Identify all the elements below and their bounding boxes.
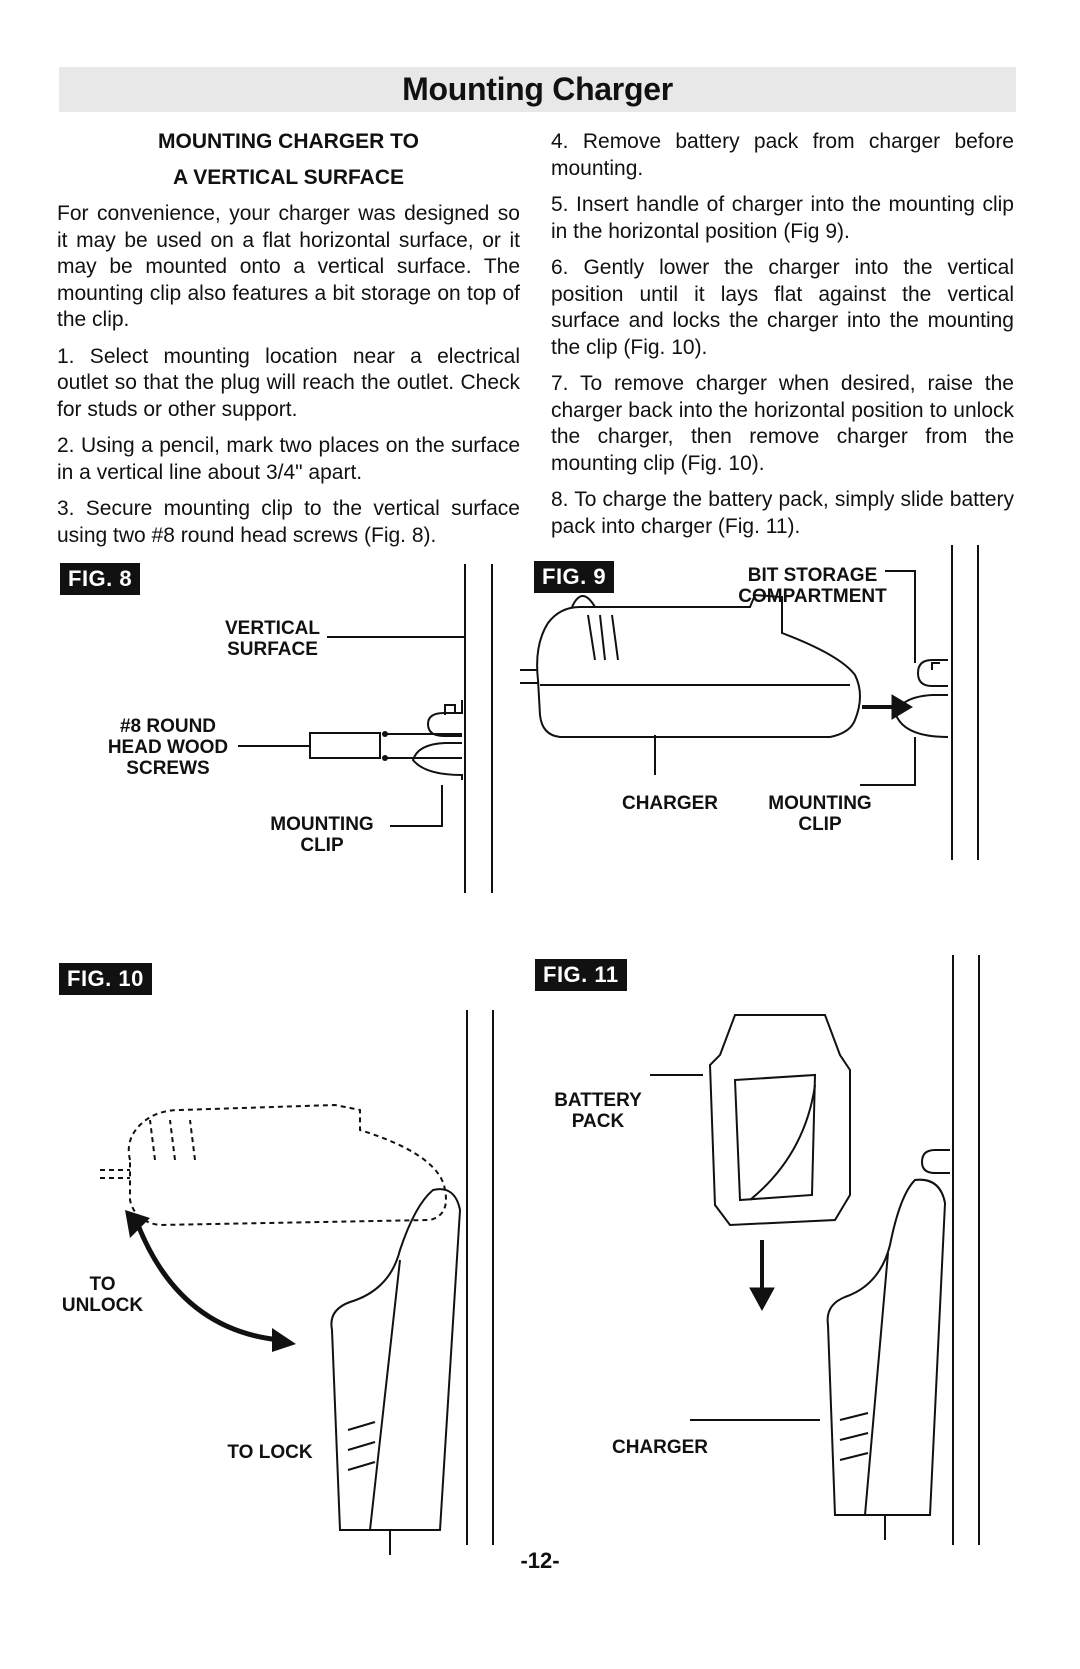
callout-line: CLIP [300,835,344,856]
battery-label [735,1075,815,1200]
fig10-callout-to-lock: TO LOCK [227,1442,313,1463]
charger-seam [865,1253,888,1515]
clip-tab [445,705,455,715]
charger-seam [370,1260,400,1530]
step-7: 7. To remove charger when desired, raise… [551,372,1014,475]
callout-line: SCREWS [126,758,210,779]
charger-vents-dashed [150,1120,195,1160]
step-6: 6. Gently lower the charger into the ver… [551,256,1014,359]
callout-line: SURFACE [227,639,318,660]
fig9-illustration [520,545,990,865]
fig8-callout-vertical-surface: VERTICAL SURFACE [205,618,340,660]
section-heading-line2: A VERTICAL SURFACE [172,166,405,189]
step-1: 1. Select mounting location near a elect… [57,344,520,421]
arrow-head-lock [272,1328,296,1352]
charger-vents [572,596,618,660]
arrow-head [892,695,912,719]
fig10-callout-to-unlock: TO UNLOCK [55,1274,150,1316]
fig11-illustration [640,955,1020,1555]
step-5: 5. Insert handle of charger into the mou… [551,193,1014,243]
callout-line: TO [89,1274,116,1295]
callout-line: UNLOCK [61,1295,144,1316]
screw-head [382,755,388,761]
charger-vents [840,1413,868,1460]
callout-line: CLIP [798,814,842,835]
fig10-label: FIG. 10 [59,963,152,995]
fig8-illustration [230,560,510,900]
fig8-callout-mounting-clip: MOUNTING CLIP [257,814,387,856]
fig9-callout-bit-storage: BIT STORAGE COMPARTMENT [730,565,895,607]
callout-line: COMPARTMENT [738,586,887,607]
fig9-label: FIG. 9 [534,561,615,593]
fig11-label: FIG. 11 [535,959,627,991]
page-title: Mounting Charger [402,71,673,107]
charger-body [828,1180,945,1515]
step-2: 2. Using a pencil, mark two places on th… [57,434,520,484]
callout-line: BIT STORAGE [747,565,878,586]
title-bar: Mounting Charger [59,67,1016,112]
charger-cord [520,670,538,683]
fig9-callout-mounting-clip: MOUNTING CLIP [760,793,880,835]
fig10-illustration [100,1010,510,1550]
callout-line: #8 ROUND [119,716,217,737]
fig8-callout-screws: #8 ROUND HEAD WOOD SCREWS [98,716,238,779]
fig8-label: FIG. 8 [60,563,141,595]
intro-paragraph: For convenience, your charger was design… [57,202,520,331]
leader-line [885,571,915,663]
left-column: MOUNTING CHARGER TO A VERTICAL SURFACE F… [57,129,520,559]
callout-line: PACK [571,1111,625,1132]
mounting-clip-shape [896,660,948,737]
charger-locked [331,1189,460,1530]
battery-swoosh [750,1085,815,1200]
mounting-clip-shape [922,1150,950,1173]
callout-line: MOUNTING [270,814,374,835]
leader-line [390,785,442,826]
arrow-head [750,1288,774,1310]
step-3: 3. Secure mounting clip to the vertical … [57,497,520,547]
leader-line [860,737,915,785]
leader-line [238,733,380,758]
step-8: 8. To charge the battery pack, simply sl… [551,488,1014,538]
mounting-clip-shape [413,700,462,780]
clip-tab [932,663,940,670]
fig11-callout-battery-pack: BATTERY PACK [548,1090,648,1132]
page-number: -12- [520,1548,560,1573]
rotate-arrow [138,1225,280,1340]
charger-unlocked-outline [129,1105,446,1225]
callout-line: HEAD WOOD [107,737,229,758]
step-4: 4. Remove battery pack from charger befo… [551,130,1014,180]
right-column: 4. Remove battery pack from charger befo… [551,129,1014,550]
section-heading-line1: MOUNTING CHARGER TO [158,130,419,153]
charger-body [537,595,860,737]
screw-head [382,731,388,737]
callout-line: MOUNTING [768,793,872,814]
callout-line: VERTICAL [225,618,320,639]
callout-line: BATTERY [554,1090,642,1111]
charger-vents [348,1422,375,1470]
charger-cord-dashed [100,1170,130,1178]
battery-pack [710,1015,850,1225]
arrow-head-unlock [125,1210,150,1238]
fig11-callout-charger: CHARGER [611,1437,709,1458]
fig9-callout-charger: CHARGER [621,793,719,814]
